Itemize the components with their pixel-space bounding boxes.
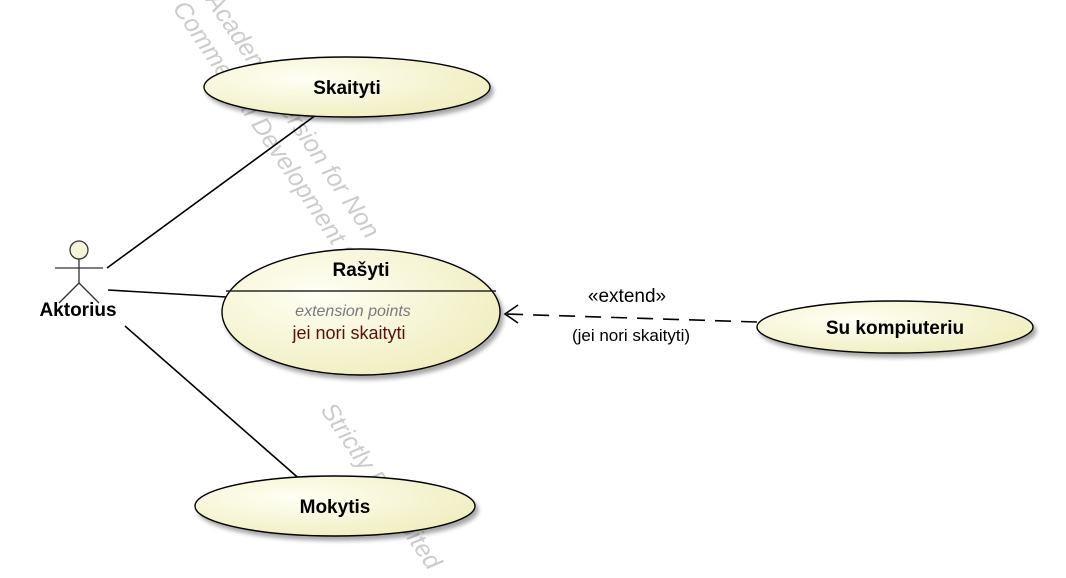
usecase-skaityti[interactable]: Skaityti	[203, 56, 491, 118]
usecase-rasyti[interactable]: Rašyti extension points jei nori skaityt…	[221, 248, 501, 376]
actor-stick-figure-icon	[55, 240, 103, 304]
association-aktorius-rasyti[interactable]	[107, 289, 227, 298]
extend-line	[504, 313, 758, 323]
extend-stereotype-label: «extend»	[588, 286, 666, 307]
usecase-mokytis-ellipse	[194, 475, 476, 537]
actor-name: Aktorius	[39, 300, 116, 321]
usecase-su-kompiuteriu-label: Su kompiuteriu	[826, 318, 964, 339]
usecase-rasyti-ellipse	[221, 248, 501, 376]
association-aktorius-mokytis[interactable]	[124, 325, 304, 483]
usecase-rasyti-extension-points-title: extension points	[295, 303, 411, 320]
extend-arrowhead	[503, 304, 519, 324]
usecase-rasyti-extension-point: jei nori skaityti	[291, 323, 405, 343]
usecase-skaityti-ellipse	[203, 56, 491, 118]
actor-aktorius[interactable]: Aktorius	[39, 240, 117, 321]
usecase-su-kompiuteriu-ellipse	[756, 300, 1034, 354]
usecase-su-kompiuteriu[interactable]: Su kompiuteriu	[756, 300, 1034, 354]
extend-condition-label: (jei nori skaityti)	[572, 326, 690, 345]
extend-dependency[interactable]: «extend» (jei nori skaityti)	[503, 286, 758, 345]
usecase-rasyti-label: Rašyti	[332, 260, 389, 281]
usecase-skaityti-label: Skaityti	[313, 78, 381, 99]
usecase-mokytis[interactable]: Mokytis	[194, 475, 476, 537]
association-aktorius-skaityti[interactable]	[106, 114, 317, 269]
watermark-line-1: Academic Version for Non	[199, 0, 385, 243]
usecase-mokytis-label: Mokytis	[300, 497, 371, 518]
associations	[106, 114, 317, 483]
